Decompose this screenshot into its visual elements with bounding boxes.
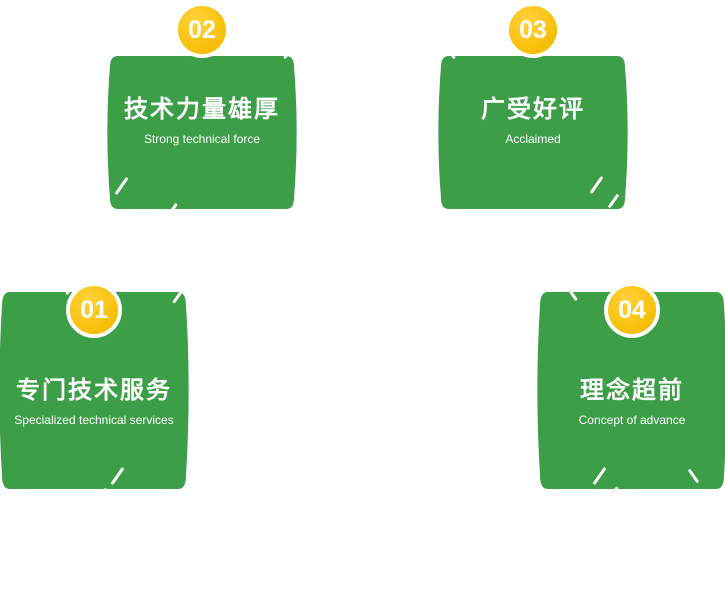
feature-card-01: 01 专门技术服务 Specialized technical services <box>0 282 190 489</box>
card-text-block: 广受好评 Acclaimed <box>437 96 629 146</box>
card-shape-path <box>107 56 297 209</box>
card-text-block: 技术力量雄厚 Strong technical force <box>106 96 298 146</box>
card-shape-path <box>438 56 628 209</box>
card-shape <box>537 292 725 489</box>
card-title: 广受好评 <box>481 96 585 123</box>
card-shape <box>0 292 189 489</box>
number-badge: 04 <box>604 282 660 338</box>
card-subtitle: Specialized technical services <box>14 413 174 427</box>
card-subtitle: Strong technical force <box>143 132 261 146</box>
badge-number: 04 <box>618 295 646 324</box>
badge-number: 01 <box>80 295 108 324</box>
card-text-block: 专门技术服务 Specialized technical services <box>0 377 190 427</box>
card-text-block: 理念超前 Concept of advance <box>536 377 725 427</box>
badge-number: 03 <box>519 15 547 44</box>
card-subtitle: Concept of advance <box>578 413 686 427</box>
sparkle-line <box>95 487 108 503</box>
number-badge: 03 <box>505 2 561 58</box>
feature-card-04: 04 理念超前 Concept of advance <box>536 282 725 489</box>
card-title: 技术力量雄厚 <box>124 96 280 123</box>
number-badge: 01 <box>66 282 122 338</box>
card-subtitle: Acclaimed <box>505 132 561 146</box>
card-title: 专门技术服务 <box>16 377 172 404</box>
feature-card-02: 02 技术力量雄厚 Strong technical force <box>106 2 298 209</box>
card-shape <box>438 56 628 209</box>
number-badge: 02 <box>174 2 230 58</box>
card-shape-path <box>0 292 189 489</box>
card-title: 理念超前 <box>580 377 684 404</box>
badge-number: 02 <box>188 15 216 44</box>
card-shape <box>107 56 297 209</box>
feature-card-03: 03 广受好评 Acclaimed <box>437 2 629 209</box>
card-shape-path <box>537 292 725 489</box>
